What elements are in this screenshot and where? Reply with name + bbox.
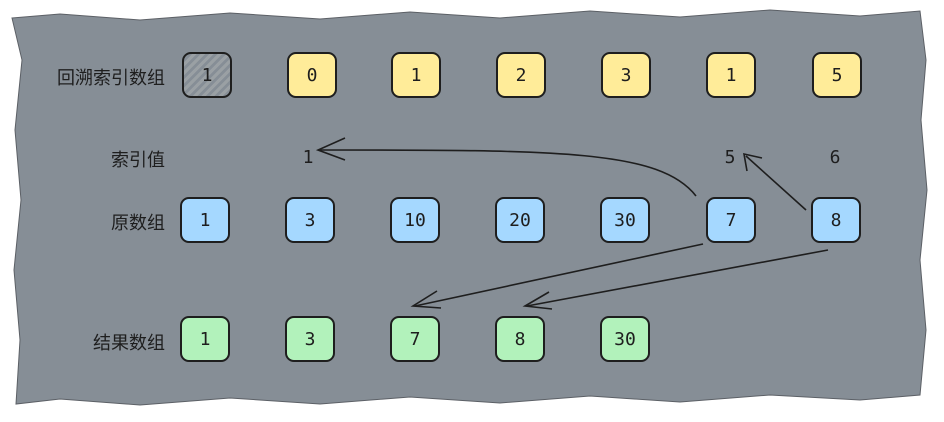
backtrack-cell-0: 1 — [182, 52, 232, 98]
arrow-7-to-result-7-head — [410, 290, 442, 309]
index-value-6: 6 — [829, 147, 841, 168]
label-result-array: 结果数组 — [93, 333, 165, 354]
result-cell-3: 8 — [495, 316, 545, 362]
label-original-array: 原数组 — [111, 213, 165, 234]
arrow-8-to-index-5-head — [743, 152, 763, 172]
original-cell-3: 20 — [495, 197, 545, 243]
original-cell-1: 3 — [285, 197, 335, 243]
arrow-7-to-index-1 — [319, 149, 697, 197]
index-value-1: 1 — [302, 147, 314, 168]
label-index-value: 索引值 — [111, 150, 165, 171]
original-cell-6: 8 — [811, 197, 861, 243]
result-cell-1: 3 — [285, 316, 335, 362]
backtrack-cell-2: 1 — [391, 52, 441, 98]
original-cell-0: 1 — [180, 197, 230, 243]
background-panel — [11, 9, 928, 406]
backtrack-cell-4: 3 — [601, 52, 651, 98]
result-cell-4: 30 — [600, 316, 650, 362]
result-cell-0: 1 — [180, 316, 230, 362]
backtrack-cell-1: 0 — [287, 52, 337, 98]
backtrack-cell-6: 5 — [812, 52, 862, 98]
arrow-7-to-index-1-head — [315, 137, 346, 161]
arrow-7-to-result-7 — [414, 243, 704, 307]
backtrack-cell-5: 1 — [706, 52, 756, 98]
original-cell-4: 30 — [600, 197, 650, 243]
backtrack-cell-3: 2 — [496, 52, 546, 98]
arrow-8-to-result-8-head — [522, 291, 553, 310]
arrow-8-to-index-5 — [745, 155, 807, 211]
arrow-8-to-result-8 — [526, 249, 829, 307]
original-cell-2: 10 — [390, 197, 440, 243]
index-value-5: 5 — [724, 147, 736, 168]
result-cell-2: 7 — [390, 316, 440, 362]
original-cell-5: 7 — [706, 197, 756, 243]
label-backtrack-array: 回溯索引数组 — [57, 68, 165, 89]
